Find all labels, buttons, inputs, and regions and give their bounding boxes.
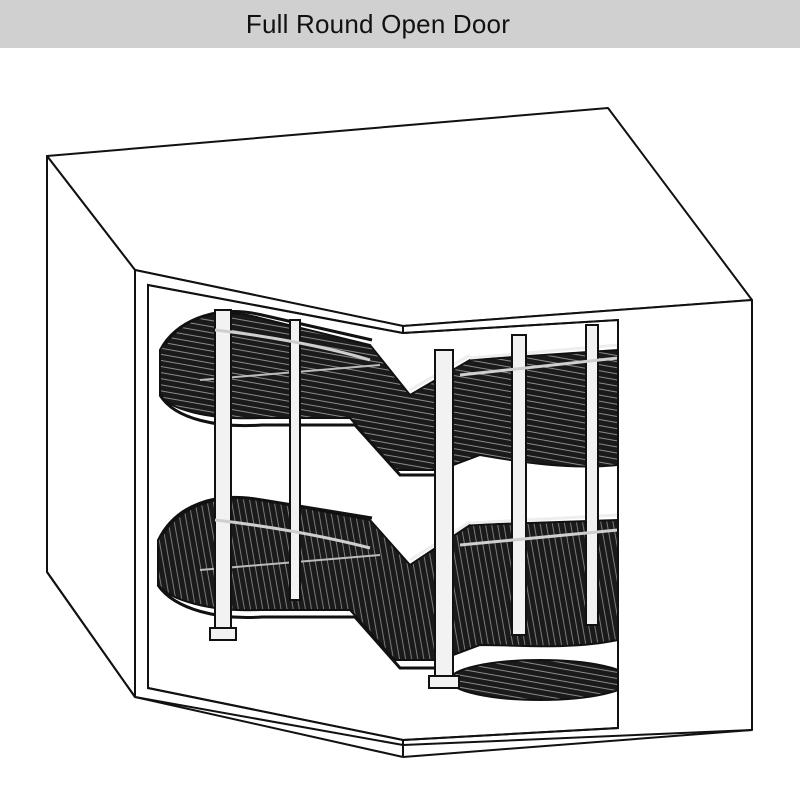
shelf-rails: [214, 328, 618, 550]
shelf-posts: [209, 309, 599, 689]
corner-cabinet-lazy-susan-icon: [46, 107, 753, 758]
lazy-susan-shelves: [156, 309, 618, 701]
lower-shelf: [156, 496, 618, 701]
header-bar: Full Round Open Door: [0, 0, 800, 48]
page-title: Full Round Open Door: [245, 8, 511, 39]
cabinet-illustration: [0, 48, 800, 800]
